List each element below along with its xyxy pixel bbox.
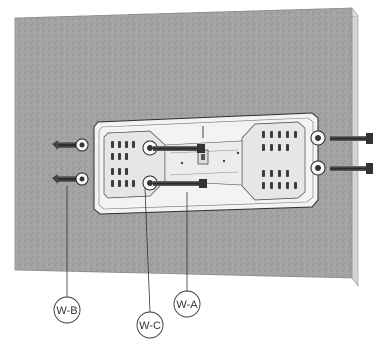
washer-right-upper: [310, 130, 326, 146]
callout-label-w-a: W-A: [176, 299, 198, 311]
callout-label-w-c: W-C: [139, 320, 161, 332]
callout-w-a: W-A: [173, 290, 201, 318]
screw-plate-upper: [153, 144, 205, 153]
callout-w-b: W-B: [53, 296, 81, 324]
screw-right-lower: [330, 163, 373, 174]
wall-anchor-left-lower: [52, 172, 89, 186]
callout-w-c: W-C: [136, 311, 164, 339]
washer-right-lower: [310, 160, 326, 176]
screw-right-upper: [330, 133, 373, 144]
screw-plate-lower: [153, 179, 207, 188]
wall-anchor-left-upper: [52, 138, 89, 152]
callout-label-w-b: W-B: [56, 305, 77, 317]
mounting-plate: [93, 112, 319, 215]
leader-line-w-c: [144, 187, 151, 313]
washer-plate-upper: [142, 140, 158, 156]
